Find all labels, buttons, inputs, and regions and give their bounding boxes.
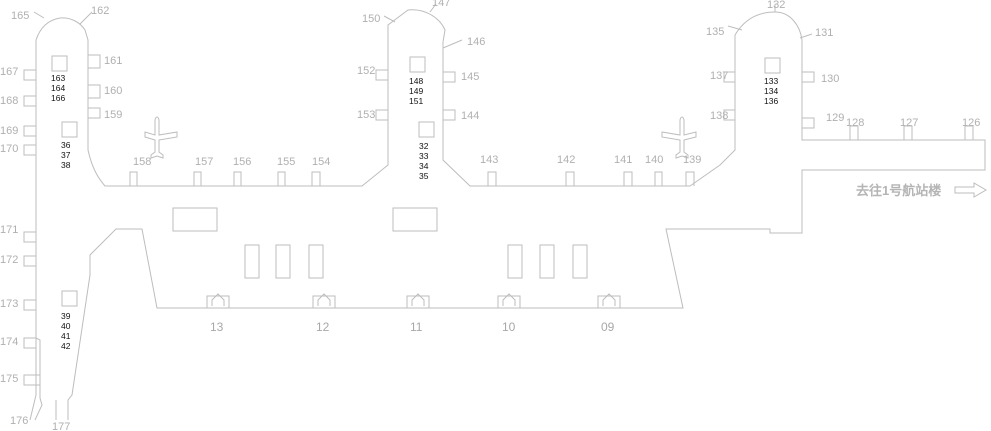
gate-159: 159 [104, 109, 122, 121]
entrance-arrow-icon [312, 293, 336, 308]
entrance-arrow-icon [406, 293, 430, 308]
counter-group-b: 36 37 38 [61, 140, 71, 170]
entrance-10: 10 [502, 320, 516, 334]
gate-130: 130 [821, 73, 839, 85]
gate-171: 171 [0, 224, 18, 236]
gate-174: 174 [0, 336, 18, 348]
counter-label: 148 [409, 76, 423, 86]
counter-label: 42 [61, 341, 71, 351]
direction-label: 去往1号航站楼 [856, 183, 941, 198]
gate-168: 168 [0, 95, 18, 107]
gate-167: 167 [0, 66, 18, 78]
counter-label: 39 [61, 311, 71, 321]
gate-132: 132 [767, 0, 785, 11]
gate-140: 140 [645, 154, 663, 166]
jetway-stubs [23, 3, 974, 386]
gate-157: 157 [195, 156, 213, 168]
entrance-arrow-icon [597, 293, 621, 308]
gate-143: 143 [480, 154, 498, 166]
counter-label: 41 [61, 331, 71, 341]
counter-label: 166 [51, 93, 65, 103]
counter-label: 163 [51, 73, 65, 83]
gate-146: 146 [467, 36, 485, 48]
entrance-labels: 13 12 11 10 09 [210, 320, 615, 334]
entrance-09: 09 [601, 320, 615, 334]
gate-169: 169 [0, 125, 18, 137]
gate-160: 160 [104, 85, 122, 97]
gate-139: 139 [683, 154, 701, 166]
counter-label: 34 [419, 161, 429, 171]
gate-155: 155 [277, 156, 295, 168]
gate-175: 175 [0, 373, 18, 385]
gate-141: 141 [614, 154, 632, 166]
gate-142: 142 [557, 154, 575, 166]
gate-129: 129 [826, 112, 844, 124]
gate-176: 176 [10, 415, 28, 427]
counter-label: 149 [409, 86, 423, 96]
gate-147: 147 [432, 0, 450, 9]
gate-137: 137 [710, 70, 728, 82]
counter-label: 134 [764, 86, 778, 96]
gate-173: 173 [0, 298, 18, 310]
counter-label: 35 [419, 171, 429, 181]
gate-128: 128 [846, 117, 864, 129]
counter-group-d: 148 149 151 [409, 76, 423, 106]
counter-label: 164 [51, 83, 65, 93]
gate-126: 126 [962, 117, 980, 129]
gate-170: 170 [0, 143, 18, 155]
counter-label: 33 [419, 151, 429, 161]
airplane-icon [144, 116, 178, 159]
gate-161: 161 [104, 55, 122, 67]
counter-label: 38 [61, 160, 71, 170]
airplane-icon [661, 116, 697, 159]
gate-135: 135 [706, 26, 724, 38]
gate-144: 144 [461, 110, 479, 122]
building-blocks [51, 55, 781, 307]
counter-label: 36 [61, 140, 71, 150]
terminal-outline [29, 9, 986, 421]
gate-158: 158 [133, 156, 151, 168]
counter-label: 151 [409, 96, 423, 106]
gate-145: 145 [461, 71, 479, 83]
entrance-13: 13 [210, 320, 224, 334]
gate-156: 156 [233, 156, 251, 168]
gate-152: 152 [357, 65, 375, 77]
counter-group-a: 163 164 166 [51, 73, 65, 103]
counter-label: 133 [764, 76, 778, 86]
gate-172: 172 [0, 254, 18, 266]
gate-154: 154 [312, 156, 330, 168]
gate-127: 127 [900, 117, 918, 129]
gate-165: 165 [11, 10, 29, 22]
gate-138: 138 [710, 110, 728, 122]
counter-group-f: 133 134 136 [764, 76, 778, 106]
entrance-arrow-icon [206, 293, 230, 308]
gate-150: 150 [362, 13, 380, 25]
entrance-arrow-icon [497, 293, 521, 308]
counter-label: 32 [419, 141, 429, 151]
counter-label: 136 [764, 96, 778, 106]
gate-131: 131 [815, 27, 833, 39]
entrance-12: 12 [316, 320, 330, 334]
gate-162: 162 [91, 5, 109, 17]
counter-group-e: 32 33 34 35 [419, 141, 429, 181]
arrow-right-icon [954, 182, 987, 198]
counter-label: 40 [61, 321, 71, 331]
counter-label: 37 [61, 150, 71, 160]
gate-153: 153 [357, 109, 375, 121]
entrance-11: 11 [410, 320, 423, 334]
counter-group-c: 39 40 41 42 [61, 311, 71, 351]
gate-177: 177 [52, 421, 70, 431]
